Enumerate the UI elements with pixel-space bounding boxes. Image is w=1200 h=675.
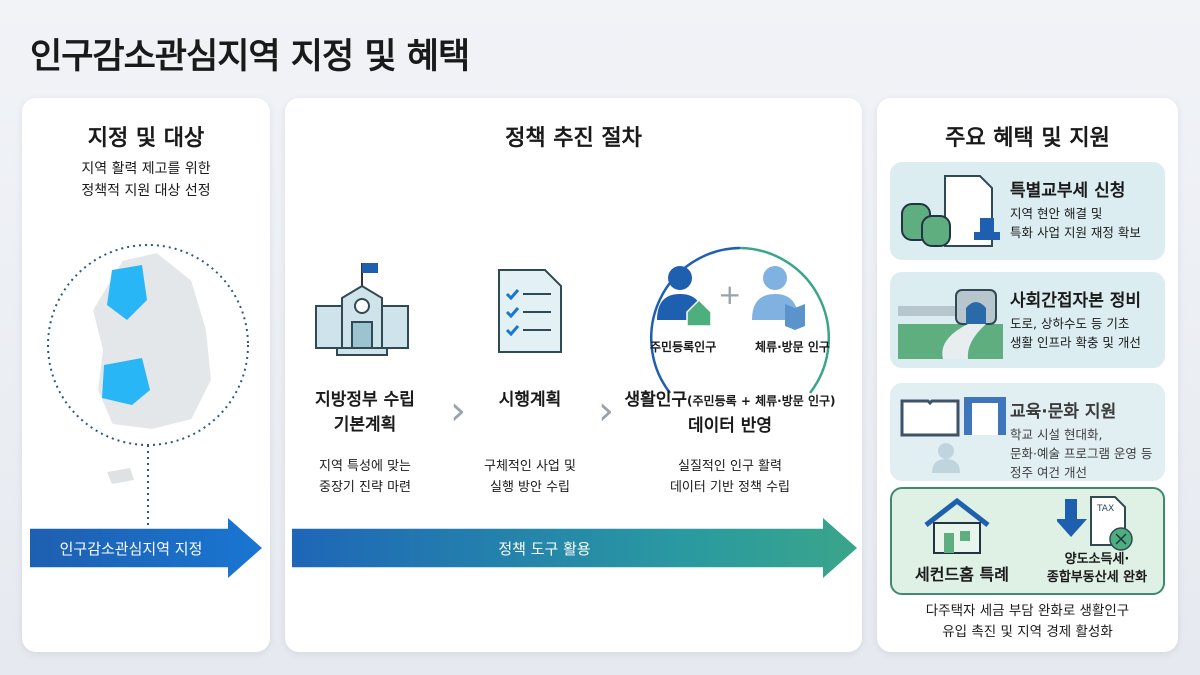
benefits-heading: 주요 혜택 및 지원 [945, 126, 1110, 151]
living-population-circle [650, 246, 830, 394]
step-3-title: 생활인구(주민등록 + 체류·방문 인구) 데이터 반영 [610, 388, 850, 439]
subtitle-line: 정책적 지원 대상 선정 [81, 183, 211, 199]
title-line: 기본계획 [333, 415, 397, 435]
second-home-label: 세컨드홈 특례 [915, 565, 1009, 584]
procedure-heading: 정책 추진 절차 [505, 126, 642, 151]
step-2-title: 시행계획 [498, 390, 562, 410]
book-theater-icon [900, 397, 1006, 473]
chevron-right-icon: › [450, 388, 466, 434]
second-home-icon [924, 497, 990, 554]
chevron-right-icon: › [598, 388, 614, 434]
card-title: 교육·문화 지원 [1010, 402, 1117, 422]
bridge-tunnel-road-icon [898, 289, 1003, 359]
tax-relief-label: 양도소득세· 종합부동산세 완화 [1027, 551, 1167, 587]
subtitle-line: 지역 활력 제고를 위한 [81, 161, 211, 177]
desc-line: 중장기 진략 마련 [319, 480, 411, 495]
desc-line: 실질적인 인구 활력 [678, 459, 782, 474]
desc-line: 실행 방안 수립 [489, 480, 571, 495]
coins-document-stamp-icon [901, 175, 1000, 247]
footer-line: 다주택자 세금 부담 완화로 생활인구 [925, 603, 1130, 619]
policy-tools-arrow: 정책 도구 활용 [292, 518, 857, 578]
designation-heading: 지정 및 대상 [87, 126, 205, 151]
label-line: 양도소득세· [1064, 552, 1130, 567]
title-main: 생활인구 [624, 390, 688, 410]
desc-line: 특화 사업 지원 재정 확보 [1010, 225, 1141, 240]
page-title: 인구감소관심지역 지정 및 혜택 [30, 37, 470, 77]
title-line: 생활인구(주민등록 + 체류·방문 인구) [610, 388, 850, 414]
plus-icon: + [718, 278, 742, 311]
card-title: 특별교부세 신청 [1010, 181, 1126, 201]
desc-line: 정주 여건 개선 [1010, 465, 1087, 480]
designation-subtitle: 지역 활력 제고를 위한 정책적 지원 대상 선정 [22, 158, 270, 202]
title-line: 데이터 반영 [687, 416, 773, 436]
title-line: 지방정부 수립 [315, 390, 415, 410]
label-line: 종합부동산세 완화 [1046, 570, 1148, 585]
tax-reduction-icon: TAX [1057, 496, 1133, 551]
desc-line: 지역 특성에 맞는 [319, 459, 411, 474]
government-building-icon [315, 263, 409, 356]
checklist-document-icon [498, 269, 562, 353]
desc-line: 학교 시설 현대화, [1010, 427, 1103, 442]
designation-arrow-label: 인구감소관심지역 지정 [59, 539, 203, 558]
desc-line: 데이터 기반 정책 수립 [669, 480, 791, 495]
tax-benefit-box: 세컨드홈 특례 TAX 양도소득세· 종합부동산세 완화 [890, 487, 1165, 595]
desc-line: 문화·예술 프로그램 운영 등 [1010, 446, 1153, 461]
desc-line: 구체적인 사업 및 [484, 459, 576, 474]
desc-line: 생활 인프라 확충 및 개선 [1010, 335, 1141, 350]
tax-doc-text: TAX [1096, 504, 1114, 514]
card-title: 사회간접자본 정비 [1010, 291, 1142, 311]
policy-tools-arrow-label: 정책 도구 활용 [498, 539, 591, 558]
korea-map-icon [47, 244, 249, 530]
visiting-population-label: 체류·방문 인구 [755, 340, 830, 354]
desc-line: 도로, 상하수도 등 기초 [1010, 316, 1130, 331]
designation-panel: 지정 및 대상 지역 활력 제고를 위한 정책적 지원 대상 선정 인구감소관심… [22, 98, 270, 652]
title-paren: (주민등록 + 체류·방문 인구) [687, 394, 836, 408]
footer-line: 유입 촉진 및 지역 경제 활성화 [942, 624, 1113, 640]
desc-line: 지역 현안 해결 및 [1010, 206, 1103, 221]
resident-population-label: 주민등록인구 [650, 340, 717, 354]
